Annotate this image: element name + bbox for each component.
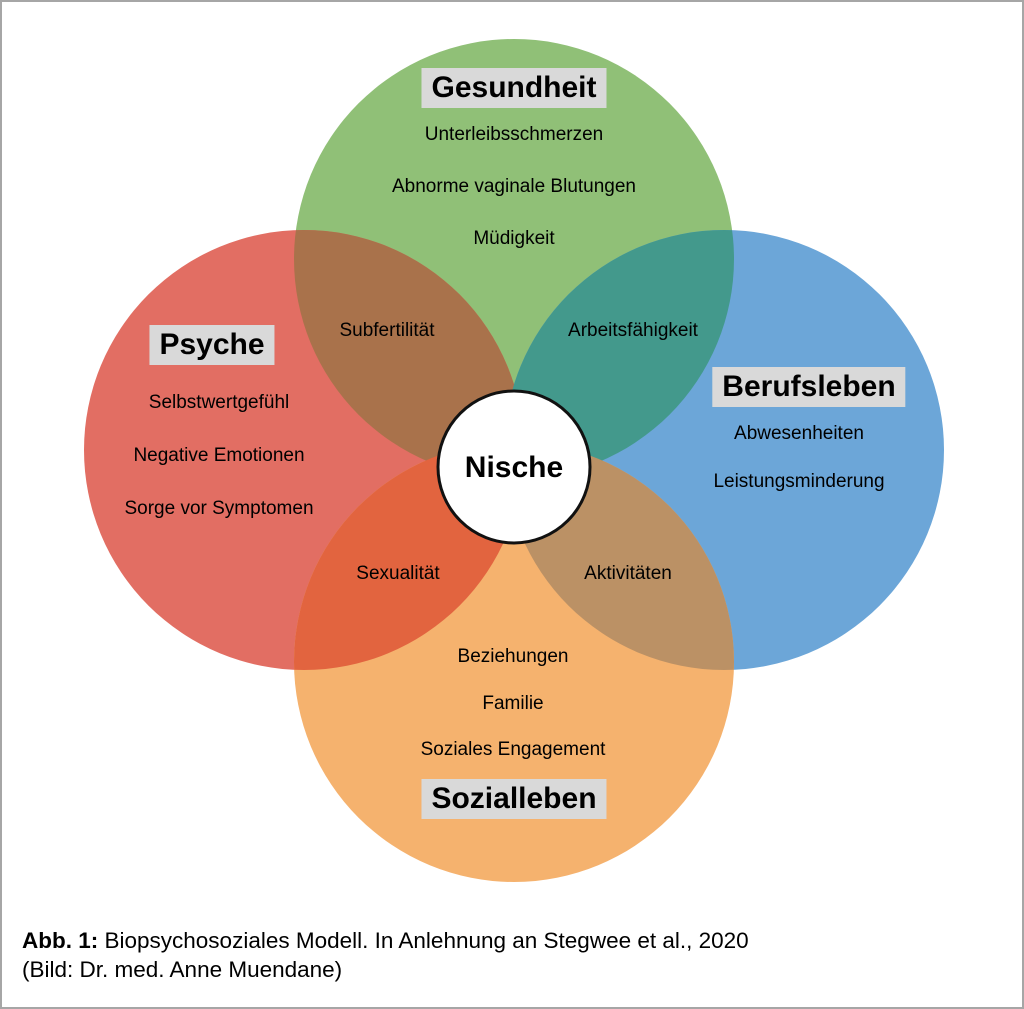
sozialleben-item-1: Beziehungen <box>457 646 569 667</box>
overlap-label-subfertilitaet: Subfertilität <box>339 320 435 341</box>
psyche-item-2: Negative Emotionen <box>133 445 305 466</box>
caption-line-2: (Bild: Dr. med. Anne Muendane) <box>22 957 343 982</box>
sozialleben-title: Sozialleben <box>421 779 607 819</box>
berufsleben-title: Berufsleben <box>712 367 906 407</box>
gesundheit-item-1: Unterleibsschmerzen <box>424 124 604 145</box>
sozialleben-item-2: Familie <box>482 693 544 714</box>
caption-line-1: Abb. 1: Biopsychosoziales Modell. In Anl… <box>22 926 749 955</box>
berufsleben-item-2: Leistungsminderung <box>713 471 885 492</box>
gesundheit-item-2: Abnorme vaginale Blutungen <box>391 176 637 197</box>
gesundheit-item-3: Müdigkeit <box>473 228 555 249</box>
berufsleben-item-1: Abwesenheiten <box>734 423 864 444</box>
nische-label: Nische <box>464 451 564 484</box>
figure-caption: Abb. 1: Biopsychosoziales Modell. In Anl… <box>22 926 749 984</box>
overlap-label-sexualitaet: Sexualität <box>356 563 440 584</box>
psyche-item-1: Selbstwertgefühl <box>148 392 290 413</box>
sozialleben-item-3: Soziales Engagement <box>420 739 606 760</box>
gesundheit-title: Gesundheit <box>421 68 607 108</box>
psyche-title: Psyche <box>149 325 275 365</box>
nische-circle <box>436 389 592 545</box>
psyche-item-3: Sorge vor Symptomen <box>124 498 314 519</box>
caption-text: Biopsychosoziales Modell. In Anlehnung a… <box>98 928 749 953</box>
overlap-label-aktivitaeten: Aktivitäten <box>584 563 672 584</box>
caption-figure-label: Abb. 1: <box>22 928 99 953</box>
overlap-label-arbeitsfaehigkeit: Arbeitsfähigkeit <box>568 320 698 341</box>
